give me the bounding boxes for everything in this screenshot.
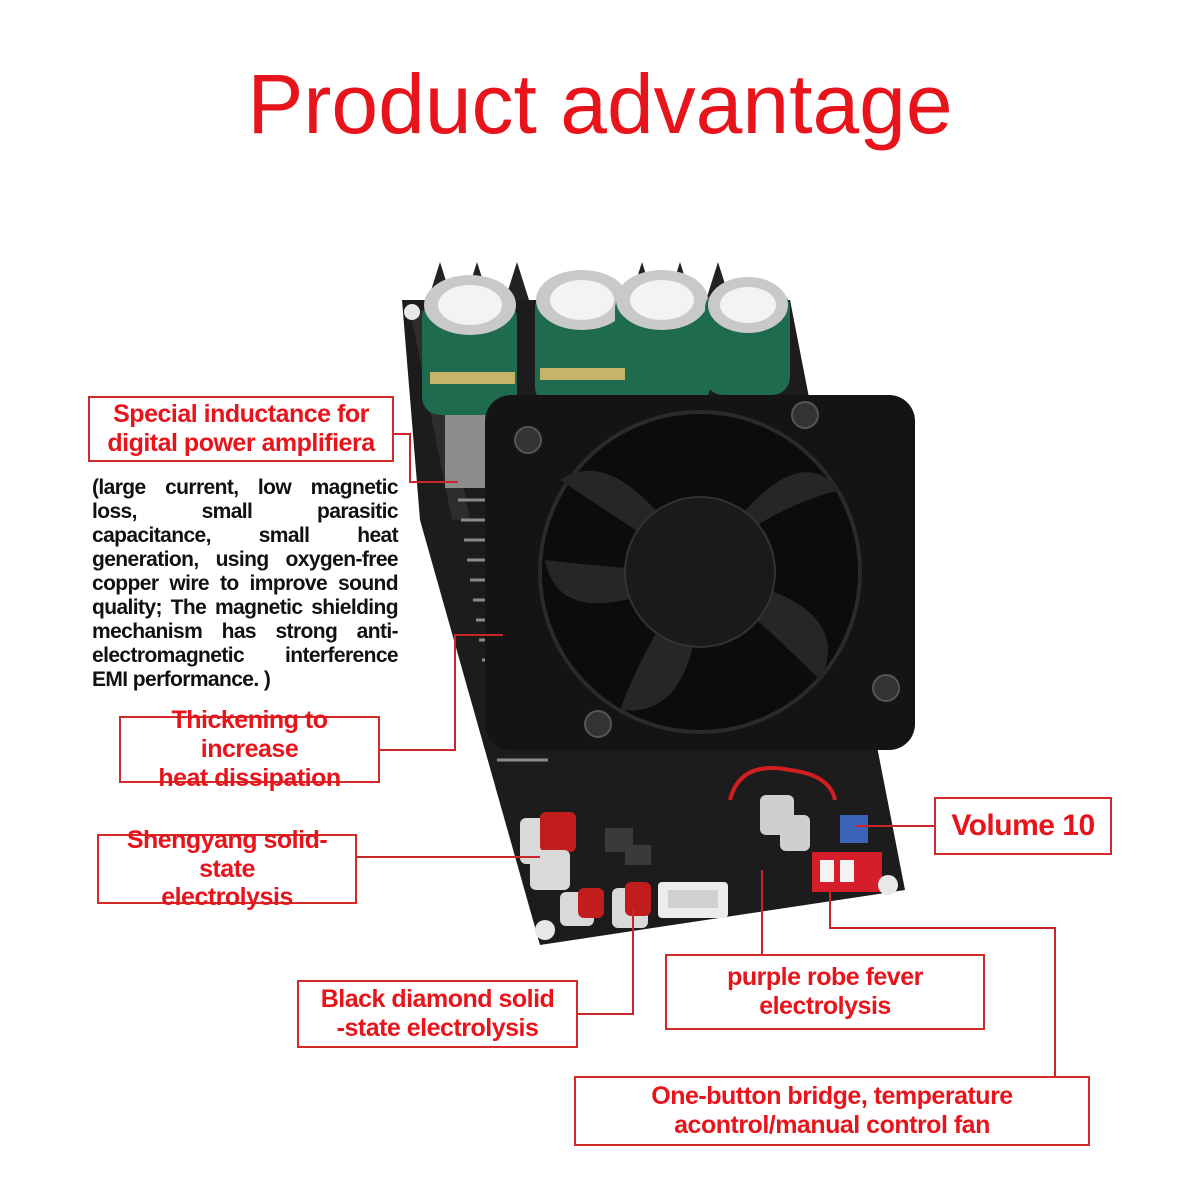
one-button-label-line1: One-button bridge, temperature [651,1082,1013,1111]
thickening-label-line2: heat dissipation [158,763,341,792]
black-diamond-callout: Black diamond solid -state electrolysis [297,980,578,1048]
black-diamond-label-line2: -state electrolysis [336,1014,539,1042]
shengyang-label-line1: Shengyang solid-state [126,825,328,883]
shengyang-callout: Shengyang solid-state electrolysis [97,826,357,911]
shengyang-label-line2: electrolysis [161,883,293,912]
purple-robe-callout: purple robe fever electrolysis [665,954,985,1030]
black-diamond-label-line1: Black diamond solid [320,985,555,1014]
volume-callout: Volume 10 [934,797,1112,855]
volume-label: Volume 10 [951,808,1095,842]
purple-robe-label-line1: purple robe fever [727,963,923,992]
purple-robe-label-line2: electrolysis [759,992,891,1020]
thickening-label-line1: Thickening to increase [171,706,329,764]
page-title: Product advantage [247,57,953,151]
one-button-callout: One-button bridge, temperature acontrol/… [574,1076,1090,1146]
inductance-label-line1: Special inductance for [113,400,369,429]
one-button-label-line2: acontrol/manual control fan [674,1111,990,1139]
inductance-description: (large current, low magnetic loss, small… [92,476,399,691]
inductance-callout: Special inductance for digital power amp… [88,396,394,462]
thickening-callout: Thickening to increase heat dissipation [119,706,380,792]
inductance-label-line2: digital power amplifiera [107,429,375,457]
